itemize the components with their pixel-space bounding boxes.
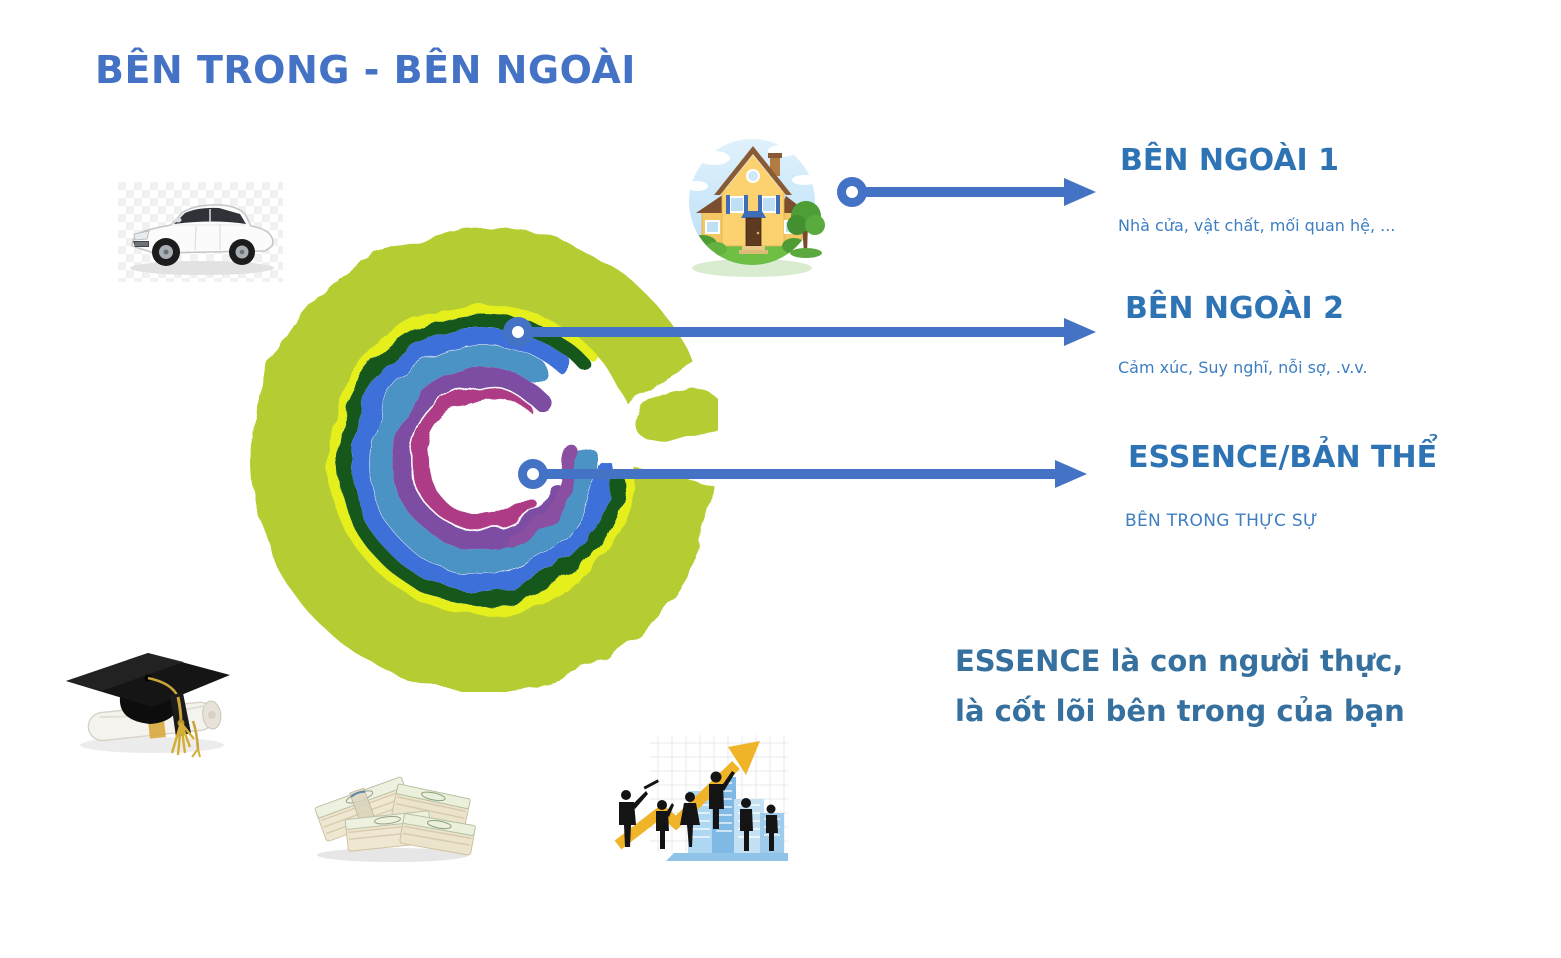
callout-3-subtitle: BÊN TRONG THỰC SỰ (1125, 511, 1318, 531)
callout-arrow-2 (503, 317, 1096, 347)
connector-dot-icon (503, 317, 533, 347)
callout-2-heading: BÊN NGOÀI 2 (1125, 291, 1345, 326)
callout-1-subtitle: Nhà cửa, vật chất, mối quan hệ, ... (1118, 216, 1396, 235)
callout-arrow-3 (518, 459, 1087, 489)
essence-note: ESSENCE là con người thực, là cốt lõi bê… (955, 636, 1405, 736)
page-title: BÊN TRONG - BÊN NGOÀI (95, 48, 636, 92)
essence-note-line1: ESSENCE là con người thực, (955, 644, 1404, 678)
business-growth-image (614, 735, 788, 861)
money-image (314, 776, 476, 862)
spiral-graphic (251, 227, 718, 691)
connector-dot-icon (837, 177, 867, 207)
callout-2-subtitle: Cảm xúc, Suy nghĩ, nỗi sợ, .v.v. (1118, 358, 1368, 377)
house-image (689, 139, 825, 277)
callout-1-heading: BÊN NGOÀI 1 (1120, 143, 1340, 178)
callout-arrow-1 (837, 177, 1096, 207)
arrowhead-icon (1055, 460, 1087, 488)
connector-dot-icon (518, 459, 548, 489)
arrowhead-icon (1064, 178, 1096, 206)
graduation-cap-image (66, 653, 230, 758)
car-image (118, 182, 283, 282)
arrowhead-icon (1064, 318, 1096, 346)
callout-3-heading: ESSENCE/BẢN THỂ (1128, 440, 1438, 475)
essence-note-line2: là cốt lõi bên trong của bạn (955, 694, 1405, 728)
